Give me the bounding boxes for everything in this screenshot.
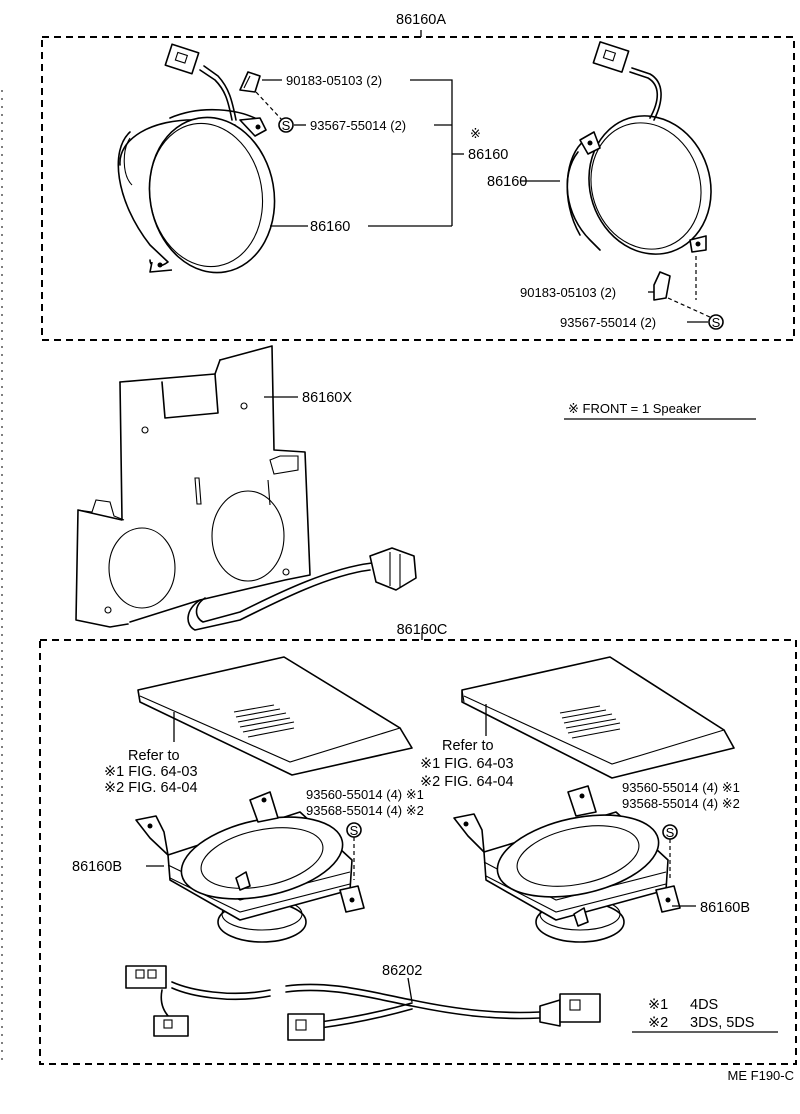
- refer-left-title: Refer to: [128, 748, 180, 764]
- connector-plug: [164, 43, 200, 75]
- harness-connector: [153, 1015, 189, 1037]
- front-speaker-left[interactable]: [117, 43, 286, 282]
- deck-trim-right[interactable]: [461, 656, 735, 779]
- front-note-mark: ※: [470, 126, 481, 141]
- refer-left-fig2: ※2 FIG. 64-04: [104, 780, 198, 796]
- svg-text:S: S: [712, 315, 721, 330]
- rear-speaker-left[interactable]: [135, 791, 365, 943]
- legend-text-2: 3DS, 5DS: [690, 1015, 754, 1031]
- clip-left[interactable]: [239, 71, 261, 93]
- rear-speaker-right-label: 86160B: [700, 900, 750, 916]
- screw-symbol-right[interactable]: S: [708, 314, 724, 330]
- speaker-cone: [148, 116, 276, 274]
- rear-speaker-left-label: 86160B: [72, 859, 122, 875]
- legend-text-1: 4DS: [690, 997, 718, 1013]
- front-speaker-right[interactable]: [566, 41, 728, 270]
- clip-right-label: 90183-05103 (2): [520, 285, 616, 300]
- group-bracket: [410, 79, 453, 226]
- rear-assembly: 86160C Refer to ※1 FIG. 64-03 ※2 FIG. 64…: [39, 622, 797, 1065]
- screw-symbol-left[interactable]: S: [278, 117, 294, 133]
- figure-code: ME F190-C: [728, 1068, 794, 1083]
- top-assembly-label: 86160A: [396, 12, 446, 28]
- deck-trim-left[interactable]: [137, 656, 413, 776]
- svg-text:S: S: [282, 118, 291, 133]
- rear-speaker-right[interactable]: [453, 785, 681, 943]
- svg-text:S: S: [350, 823, 359, 838]
- speaker-wire: [629, 71, 659, 119]
- speaker-left-label: 86160: [310, 219, 350, 235]
- screw-left-label: 93567-55014 (2): [310, 118, 406, 133]
- screw-rear-left-2: 93568-55014 (4) ※2: [306, 803, 424, 818]
- bracket-label: 86160X: [302, 390, 352, 406]
- svg-text:S: S: [666, 825, 675, 840]
- screw-rear-left-1: 93560-55014 (4) ※1: [306, 787, 424, 802]
- screw-rear-right-2: 93568-55014 (4) ※2: [622, 796, 740, 811]
- speaker-wire: [199, 69, 233, 121]
- bracket-harness: [187, 569, 371, 631]
- screw-symbol-rear-left[interactable]: S: [346, 822, 362, 838]
- legend-mark-1: ※1: [648, 997, 668, 1013]
- screw-rear-right-1: 93560-55014 (4) ※1: [622, 780, 740, 795]
- mount-hole: [157, 262, 163, 268]
- refer-right-title: Refer to: [442, 738, 494, 754]
- speaker-bracket-panel[interactable]: [75, 345, 417, 631]
- harness-connector: [125, 965, 167, 989]
- speaker-opening: [211, 490, 285, 582]
- variant-legend: ※1 4DS ※2 3DS, 5DS: [632, 997, 778, 1033]
- top-assembly-boundary: [41, 36, 795, 341]
- rear-assembly-label: 86160C: [397, 622, 448, 638]
- harness-label: 86202: [382, 963, 422, 979]
- clip-right[interactable]: [653, 271, 671, 301]
- wire-harness[interactable]: [125, 965, 601, 1041]
- speaker-opening: [108, 527, 176, 609]
- screw-right-label: 93567-55014 (2): [560, 315, 656, 330]
- refer-right-fig1: ※1 FIG. 64-03: [420, 756, 514, 772]
- connector-plug: [592, 41, 630, 73]
- refer-left-fig1: ※1 FIG. 64-03: [104, 764, 198, 780]
- refer-right-fig2: ※2 FIG. 64-04: [420, 774, 514, 790]
- clip-left-label: 90183-05103 (2): [286, 73, 382, 88]
- rear-assembly-boundary: [39, 639, 797, 1065]
- speaker-cone: [588, 115, 712, 255]
- screw-symbol-rear-right[interactable]: S: [662, 824, 678, 840]
- bracket-connector[interactable]: [369, 547, 417, 591]
- legend-mark-2: ※2: [648, 1015, 668, 1031]
- front-note: ※ FRONT = 1 Speaker: [568, 401, 702, 416]
- front-speaker-label: 86160: [468, 147, 508, 163]
- top-assembly: 86160A 90183-05103 (2): [41, 12, 795, 341]
- speaker-right-label: 86160: [487, 174, 527, 190]
